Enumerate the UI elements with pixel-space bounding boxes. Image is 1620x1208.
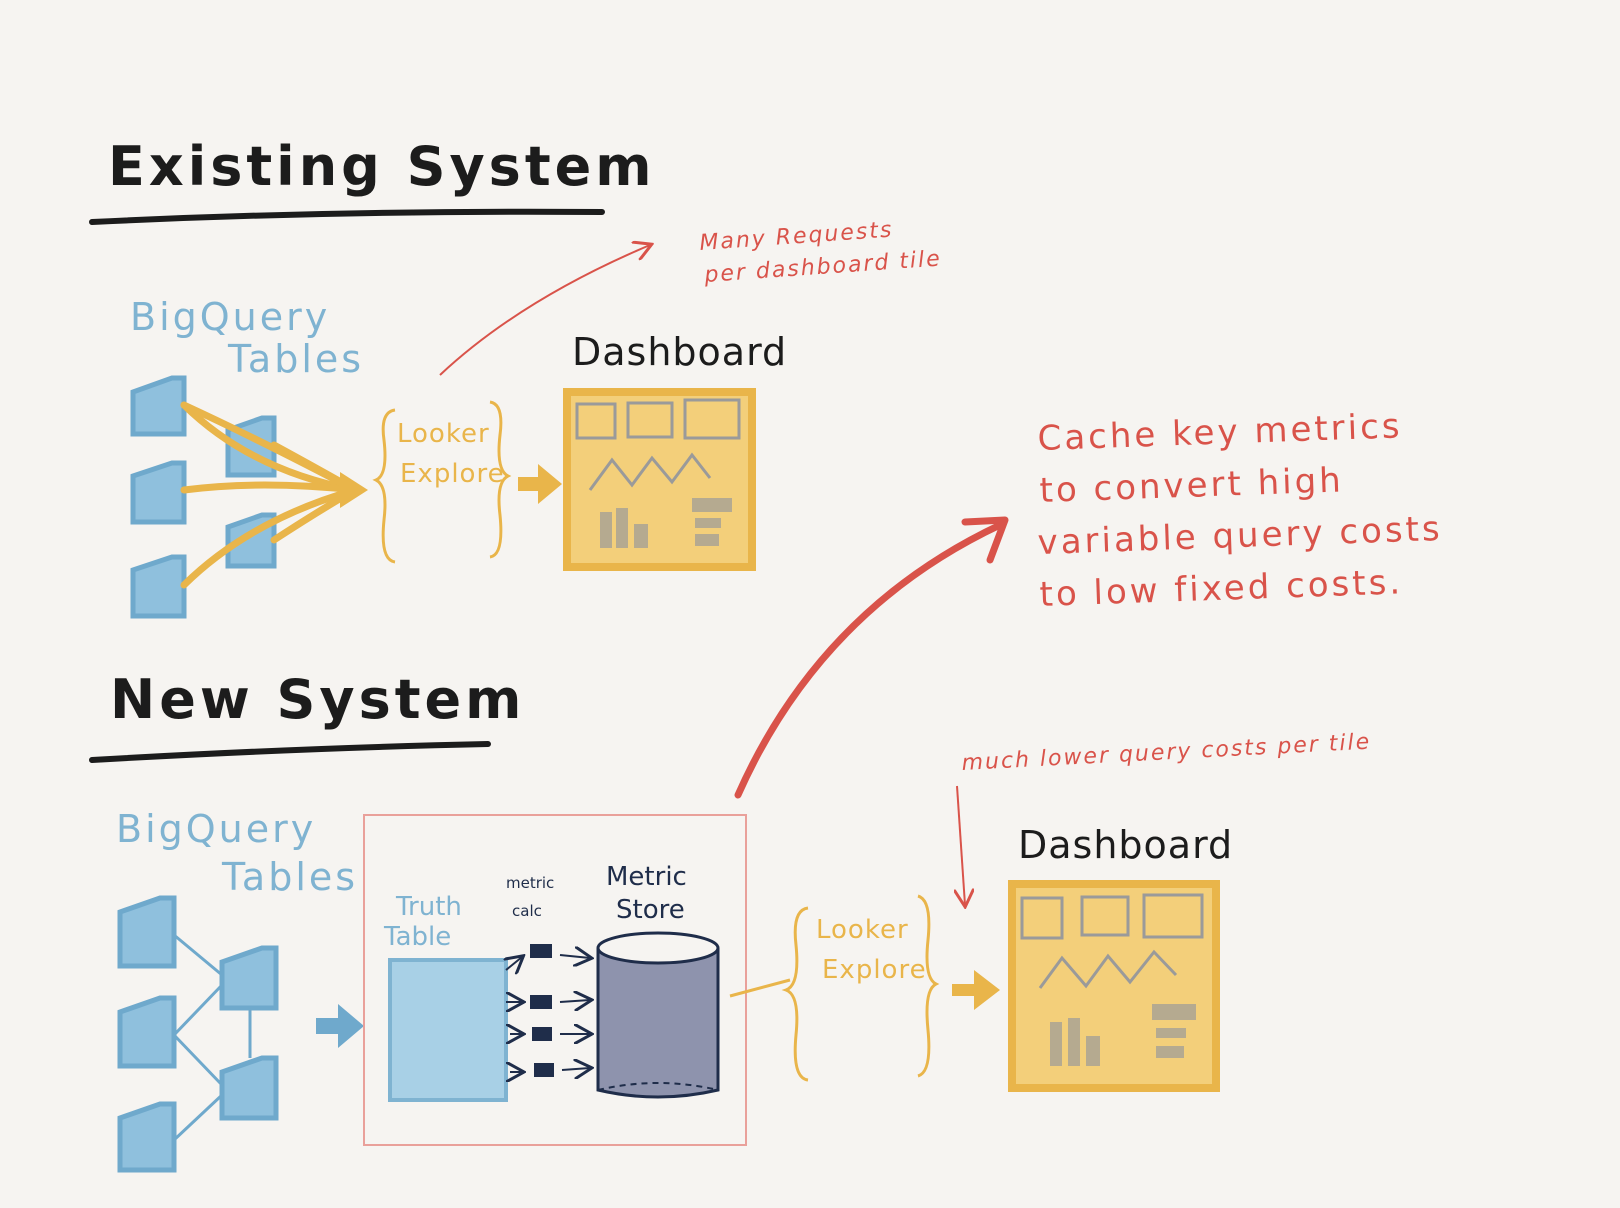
new-dashboard	[1008, 880, 1220, 1092]
cache-note-line4: to low fixed costs.	[1039, 562, 1404, 615]
lower-cost-arrow	[957, 785, 965, 905]
metric-label: Metric	[606, 862, 687, 892]
metric-block	[534, 1063, 554, 1077]
new-explore-label: Explore	[822, 955, 927, 985]
table-icon	[117, 995, 177, 1069]
new-looker-explore: Looker Explore	[781, 894, 940, 1082]
cache-note-line1: Cache key metrics	[1037, 406, 1403, 459]
existing-looker-label: Looker	[397, 419, 490, 449]
table-icon	[219, 1055, 279, 1121]
new-to-truth-arrow-icon	[316, 1004, 364, 1048]
table-icon	[130, 554, 187, 619]
table-icon	[130, 460, 187, 525]
lower-query-costs-note: much lower query costs per tile	[961, 730, 1372, 776]
cache-note-line2: to convert high	[1039, 460, 1344, 511]
new-tables-label: Tables	[221, 855, 358, 899]
existing-dashboard	[563, 388, 756, 571]
existing-dashboard-label: Dashboard	[572, 330, 787, 374]
metric-store-cylinder	[596, 931, 720, 1099]
metric-block	[530, 995, 552, 1009]
cache-note-arrowhead-icon	[961, 516, 1009, 564]
metric-pipeline-container	[363, 814, 747, 1146]
new-title-underline	[89, 741, 491, 763]
table-icon	[219, 945, 279, 1011]
existing-to-dashboard-arrow-icon	[518, 464, 562, 504]
calc-label: calc	[512, 902, 542, 920]
new-looker-label: Looker	[816, 915, 909, 945]
existing-system-title: Existing System	[108, 135, 656, 198]
cache-note-line3: variable query costs	[1037, 509, 1443, 563]
many-requests-note: Many Requests	[699, 217, 895, 255]
existing-looker-explore: Looker Explore	[372, 400, 512, 564]
existing-system-section: Existing System BigQuery Tables Looker	[89, 135, 943, 619]
existing-title-underline	[89, 208, 605, 225]
truth-label: Truth	[395, 892, 462, 922]
new-to-dashboard-arrow-icon	[952, 970, 1000, 1010]
metric-calc-label: metric	[506, 874, 554, 892]
many-requests-arrow	[439, 245, 650, 376]
truth-table	[388, 958, 508, 1102]
table-icon	[117, 895, 177, 969]
existing-arrowhead-icon	[340, 472, 368, 508]
metric-calc-blocks	[530, 944, 554, 1077]
cache-note-arrow	[734, 521, 1004, 799]
table-icon	[117, 1101, 177, 1173]
metric-calc-steps	[506, 955, 590, 1072]
new-table-links	[172, 933, 252, 1142]
metric-block	[532, 1027, 552, 1041]
existing-explore-label: Explore	[400, 459, 505, 489]
existing-bigquery-label: BigQuery	[130, 295, 330, 339]
new-system-section: New System BigQuery Tables Truth Table m…	[89, 668, 1372, 1173]
new-bigquery-label: BigQuery	[116, 807, 316, 851]
table-label: Table	[383, 922, 451, 952]
table-icon	[130, 375, 187, 437]
store-to-looker-arrow	[729, 978, 791, 998]
new-dashboard-label: Dashboard	[1018, 823, 1233, 867]
store-label: Store	[616, 895, 685, 925]
new-system-title: New System	[110, 668, 525, 731]
new-bigquery-tables	[117, 895, 279, 1173]
metric-block	[530, 944, 552, 958]
existing-tables-label: Tables	[227, 337, 364, 381]
